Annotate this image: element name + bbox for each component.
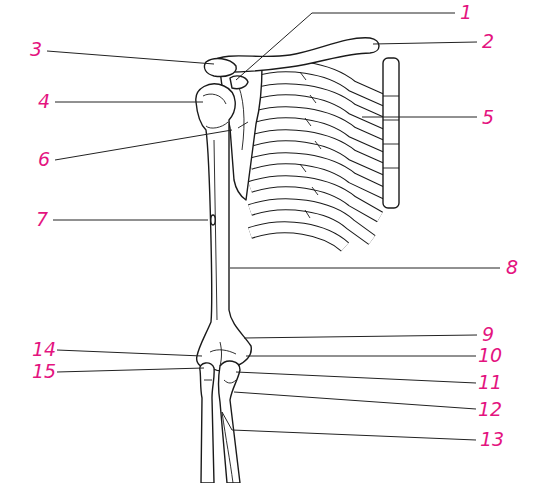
ulna	[219, 361, 241, 483]
callout-holder: 6	[38, 150, 50, 170]
callout-holder: 10	[478, 346, 502, 366]
nutrient-foramen	[211, 215, 215, 225]
callout-holder: 13	[480, 430, 504, 450]
callout-number: 11	[478, 371, 502, 393]
callout-number: 1	[460, 1, 472, 23]
callout-number: 5	[482, 106, 494, 128]
callout-number: 14	[32, 338, 56, 360]
callout-holder: 15	[32, 362, 56, 382]
callout-number: 10	[478, 344, 502, 366]
callout-holder: 12	[478, 400, 502, 420]
callout-holder: 5	[482, 108, 494, 128]
sternum	[383, 58, 399, 208]
callout-number: 8	[506, 256, 518, 278]
callout-holder: 9	[482, 325, 494, 345]
leader-lines	[47, 13, 500, 440]
rib-shading	[300, 72, 352, 218]
humerus-detail	[203, 94, 236, 366]
rib-cage-fill	[250, 66, 388, 247]
callout-holder: 1	[460, 3, 472, 23]
radius	[200, 363, 214, 483]
callout-number: 3	[30, 38, 42, 60]
callout-holder: 7	[36, 210, 48, 230]
scapula-detail	[236, 80, 248, 150]
callout-holder: 11	[478, 373, 502, 393]
callout-holder: 8	[506, 258, 518, 278]
callout-number: 12	[478, 398, 502, 420]
humerus	[196, 84, 251, 371]
callout-number: 2	[482, 30, 494, 52]
acromion	[204, 59, 236, 77]
sternum-lines	[383, 96, 399, 168]
callout-holder: 14	[32, 340, 56, 360]
callout-holder: 3	[30, 40, 42, 60]
callout-holder: 2	[482, 32, 494, 52]
callout-number: 13	[480, 428, 504, 450]
callout-holder: 4	[38, 92, 50, 112]
callout-number: 7	[36, 208, 48, 230]
forearm-detail	[204, 380, 236, 483]
rib-cage	[250, 66, 388, 247]
callout-number: 15	[32, 360, 56, 382]
callout-number: 6	[38, 148, 50, 170]
callout-number: 4	[38, 90, 50, 112]
callout-number: 9	[482, 323, 494, 345]
